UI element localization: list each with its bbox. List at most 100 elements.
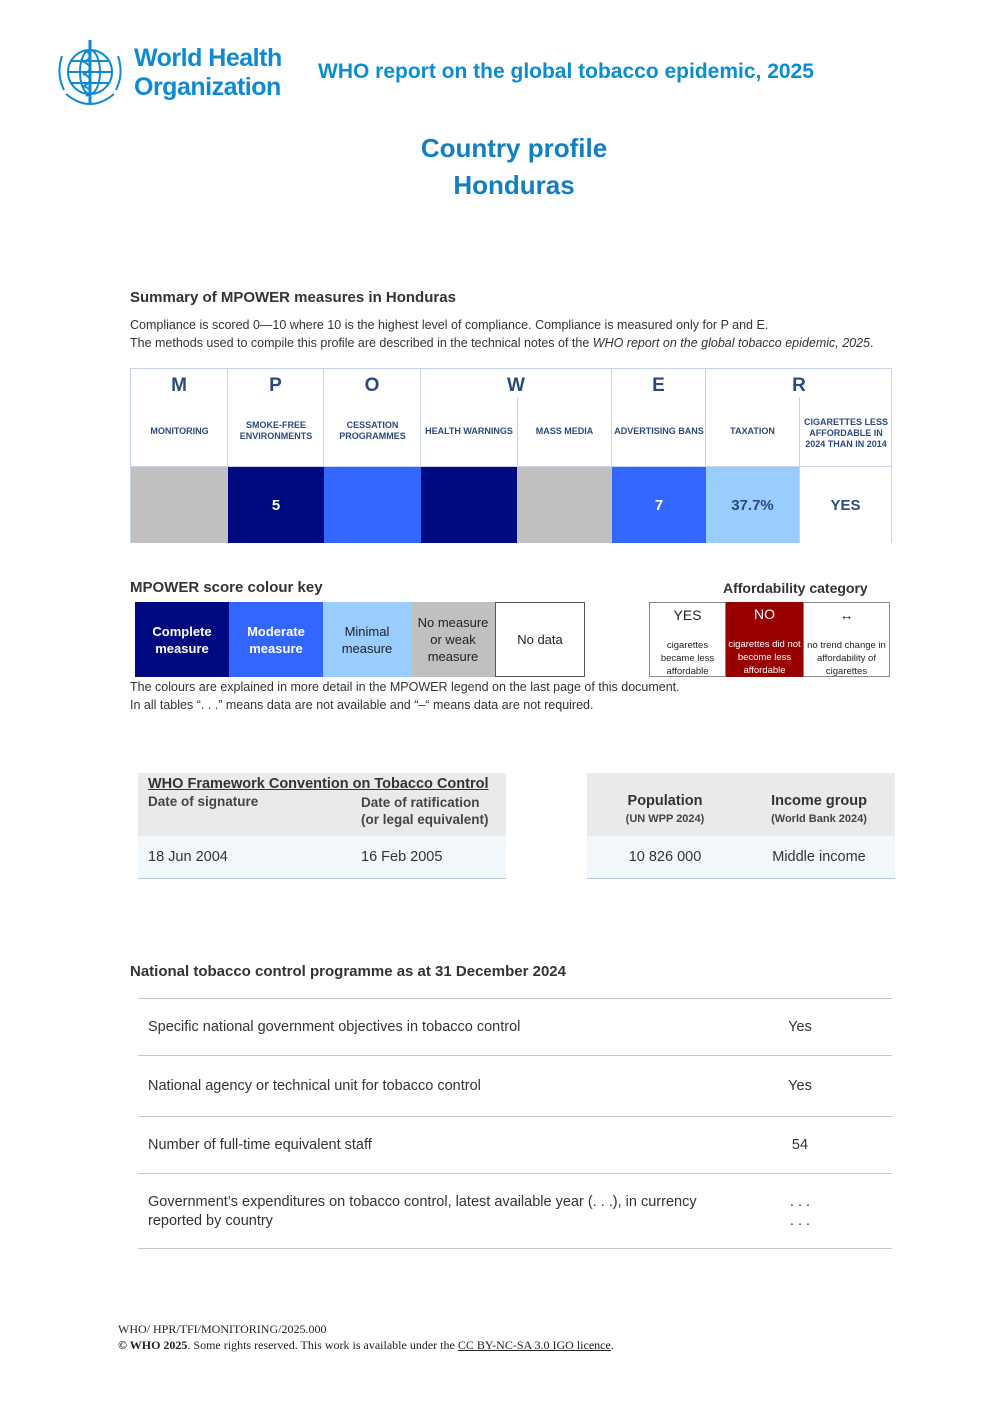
mpower-letter-o: O xyxy=(364,375,380,396)
fctc-ratification-header: Date of ratification (or legal equivalen… xyxy=(361,794,489,828)
report-title: WHO report on the global tobacco epidemi… xyxy=(318,60,814,83)
fctc-signature-date: 18 Jun 2004 xyxy=(148,849,228,865)
ntcp-title: National tobacco control programme as at… xyxy=(130,963,566,980)
mpower-group-p: P xyxy=(228,369,324,543)
ntcp-value: Yes xyxy=(788,1019,812,1035)
mpower-group-m: M xyxy=(131,369,228,543)
population-table: Population (UN WPP 2024) Income group (W… xyxy=(587,773,895,879)
mpower-group-r: R xyxy=(706,369,892,543)
mpower-label-taxation: TAXATION xyxy=(730,425,775,436)
key-complete-measure: Complete measure xyxy=(135,602,229,677)
mpower-cell-affordability: YES xyxy=(800,467,891,543)
population-row: 10 826 000 Middle income xyxy=(587,836,895,879)
summary-note-1: Compliance is scored 0—10 where 10 is th… xyxy=(130,318,769,332)
colour-key-notes: The colours are explained in more detail… xyxy=(130,678,680,714)
fctc-ratification-header-line2: (or legal equivalent) xyxy=(361,812,489,827)
copyright-bold: © WHO 2025 xyxy=(118,1338,188,1352)
income-header-label: Income group xyxy=(771,793,867,809)
logo-line-2: Organization xyxy=(134,73,281,101)
population-header-label: Population xyxy=(627,793,703,809)
ntcp-row: Government’s expenditures on tobacco con… xyxy=(138,1173,892,1249)
fctc-row: 18 Jun 2004 16 Feb 2005 xyxy=(138,836,506,879)
copyright: © WHO 2025. Some rights reserved. This w… xyxy=(118,1337,614,1353)
fctc-table: WHO Framework Convention on Tobacco Cont… xyxy=(138,773,506,879)
ntcp-value: . . . . . . xyxy=(738,1193,862,1231)
income-value: Middle income xyxy=(772,849,866,865)
affordability-no-sub: cigarettes did not become less affordabl… xyxy=(728,639,801,676)
fctc-title: WHO Framework Convention on Tobacco Cont… xyxy=(148,776,489,792)
affordability-no-head: NO xyxy=(754,606,775,622)
ntcp-label: National agency or technical unit for to… xyxy=(148,1078,481,1094)
affordability-no-trend-sub: no trend change in affordability of ciga… xyxy=(807,640,886,677)
country-name: Honduras xyxy=(453,170,575,200)
mpower-letter-e: E xyxy=(652,375,665,396)
mpower-label-health-warnings: HEALTH WARNINGS xyxy=(425,425,513,436)
ntcp-label: Government’s expenditures on tobacco con… xyxy=(148,1193,697,1231)
colour-key-note-1: The colours are explained in more detail… xyxy=(130,680,680,694)
who-emblem-icon xyxy=(58,40,122,106)
logo-line-1: World Health xyxy=(134,44,282,72)
document-code: WHO/ HPR/TFI/MONITORING/2025.000 xyxy=(118,1322,327,1336)
licence-link[interactable]: CC BY-NC-SA 3.0 IGO licence xyxy=(457,1338,611,1352)
mpower-cell-monitoring xyxy=(131,467,228,543)
affordability-no: NO cigarettes did not become less afford… xyxy=(726,602,803,677)
ntcp-label-line1: Government’s expenditures on tobacco con… xyxy=(148,1194,697,1210)
population-source: (UN WPP 2024) xyxy=(625,813,705,825)
ntcp-value: 54 xyxy=(791,1137,809,1153)
mpower-letter-r: R xyxy=(792,375,806,396)
copyright-text: . Some rights reserved. This work is ava… xyxy=(187,1338,458,1352)
ntcp-row: National agency or technical unit for to… xyxy=(138,1055,892,1116)
ntcp-label: Specific national government objectives … xyxy=(148,1019,521,1035)
summary-note: Compliance is scored 0—10 where 10 is th… xyxy=(130,316,874,352)
ntcp-row: Specific national government objectives … xyxy=(138,998,892,1055)
mpower-label-advertising: ADVERTISING BANS xyxy=(614,425,704,436)
colour-key-title: MPOWER score colour key xyxy=(130,579,323,596)
who-logo-text: World Health Organization xyxy=(134,44,282,102)
key-minimal-measure: Minimal measure xyxy=(323,602,411,677)
footer: WHO/ HPR/TFI/MONITORING/2025.000 © WHO 2… xyxy=(118,1321,614,1353)
affordability-yes-head: YES xyxy=(673,607,702,623)
ntcp-row: Number of full-time equivalent staff 54 xyxy=(138,1116,892,1173)
fctc-signature-header: Date of signature xyxy=(148,794,259,809)
affordability-yes-sub: cigarettes became less affordable xyxy=(660,640,715,677)
ntcp-label: Number of full-time equivalent staff xyxy=(148,1137,372,1153)
mpower-cell-health-warnings xyxy=(421,467,517,543)
mpower-cell-smoke-free: 5 xyxy=(228,467,324,543)
mpower-letter-p: P xyxy=(269,375,282,396)
affordability-no-trend: ↔ no trend change in affordability of ci… xyxy=(803,602,890,677)
mpower-label-mass-media: MASS MEDIA xyxy=(535,425,594,436)
population-header: Population (UN WPP 2024) Income group (W… xyxy=(587,773,895,836)
key-no-data: No data xyxy=(495,602,585,677)
mpower-cell-taxation: 37.7% xyxy=(706,467,799,543)
summary-note-2: The methods used to compile this profile… xyxy=(130,334,874,352)
fctc-ratification-header-line1: Date of ratification xyxy=(361,795,480,810)
ntcp-table: Specific national government objectives … xyxy=(138,998,892,1249)
ntcp-label-line2: reported by country xyxy=(148,1213,273,1229)
mpower-group-o: O xyxy=(324,369,421,543)
affordability-title: Affordability category xyxy=(723,580,868,596)
who-logo: World Health Organization xyxy=(50,34,290,110)
mpower-label-cessation: CESSATION PROGRAMMES xyxy=(339,420,406,441)
profile-title: Country profile xyxy=(420,133,608,163)
summary-note-2-suffix: . xyxy=(870,336,874,350)
colour-key-note-2: In all tables “. . .” means data are not… xyxy=(130,698,594,712)
mpower-letter-w: W xyxy=(507,375,525,396)
mpower-table: M P O W E R MONITORING SMOKE-FREE ENVIRO… xyxy=(130,368,892,543)
summary-note-2-prefix: The methods used to compile this profile… xyxy=(130,336,593,350)
mpower-label-affordability: CIGARETTES LESS AFFORDABLE IN 2024 THAN … xyxy=(803,416,888,449)
affordability-yes: YES cigarettes became less affordable xyxy=(649,602,726,677)
mpower-label-smoke-free: SMOKE-FREE ENVIRONMENTS xyxy=(239,420,313,441)
copyright-end: . xyxy=(610,1338,614,1352)
mpower-cell-cessation xyxy=(324,467,421,543)
key-moderate-measure: Moderate measure xyxy=(229,602,323,677)
fctc-header: WHO Framework Convention on Tobacco Cont… xyxy=(138,773,506,836)
ntcp-value-line1: . . . xyxy=(789,1194,811,1210)
summary-title: Summary of MPOWER measures in Honduras xyxy=(130,289,456,306)
fctc-ratification-date: 16 Feb 2005 xyxy=(361,849,443,865)
key-no-measure: No measure or weak measure xyxy=(411,602,495,677)
ntcp-value: Yes xyxy=(788,1078,812,1094)
mpower-label-monitoring: MONITORING xyxy=(150,425,209,436)
ntcp-value-line2: . . . xyxy=(789,1213,811,1229)
mpower-group-w: W xyxy=(421,369,612,543)
income-source: (World Bank 2024) xyxy=(771,813,867,825)
